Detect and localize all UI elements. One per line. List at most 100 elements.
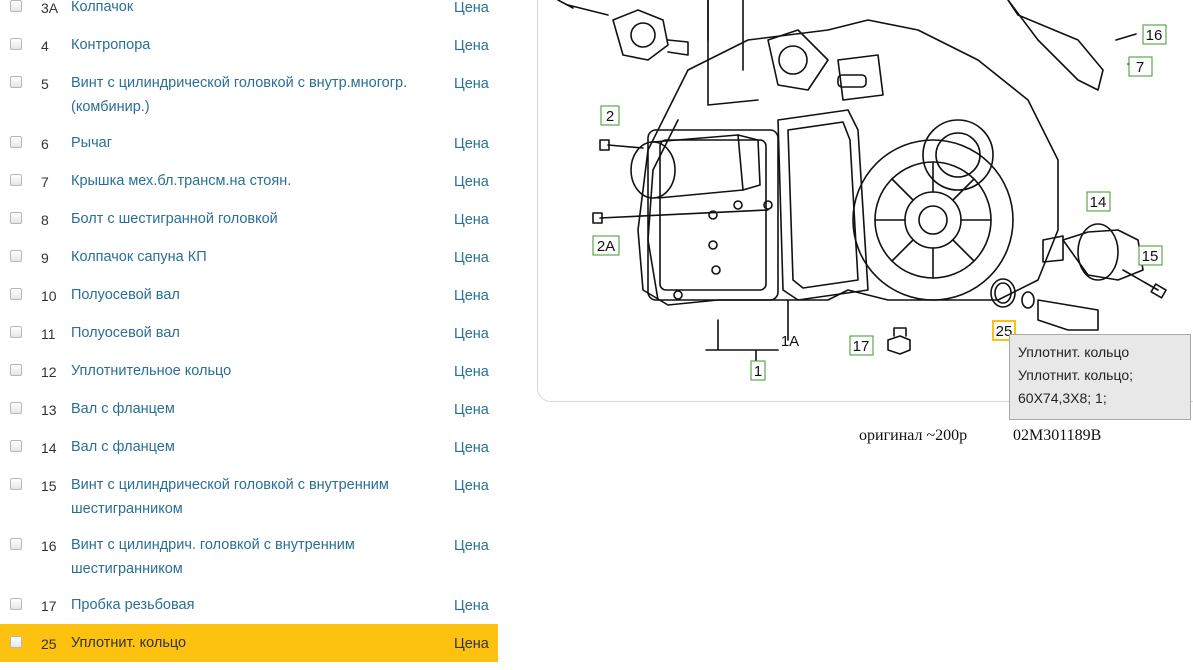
- row-checkbox[interactable]: [10, 76, 22, 88]
- part-number: 9: [41, 250, 49, 266]
- price-link[interactable]: Цена: [454, 76, 489, 92]
- part-number: 6: [41, 136, 49, 152]
- row-checkbox[interactable]: [10, 326, 22, 338]
- part-number: 16: [41, 538, 57, 554]
- part-name-link[interactable]: Контропора: [71, 37, 151, 53]
- part-number: 3A: [41, 0, 59, 16]
- callout-2[interactable]: 2: [600, 105, 620, 126]
- part-name-link[interactable]: Винт с цилиндрической головкой с внутрен…: [71, 477, 389, 517]
- price-link[interactable]: Цена: [454, 598, 489, 614]
- price-link[interactable]: Цена: [454, 440, 489, 456]
- part-name-link[interactable]: Болт с шестигранной головкой: [71, 211, 278, 227]
- svg-text:15: 15: [1142, 248, 1159, 265]
- part-name-link[interactable]: Уплотнит. кольцо: [71, 635, 187, 651]
- parts-row[interactable]: 3A Колпачок Цена: [0, 0, 498, 26]
- callout-2a[interactable]: 2A: [592, 235, 620, 256]
- row-checkbox[interactable]: [10, 402, 22, 414]
- part-number: 8: [41, 212, 49, 228]
- parts-row[interactable]: 4 Контропора Цена: [0, 26, 498, 64]
- price-link[interactable]: Цена: [454, 0, 489, 16]
- callout-7[interactable]: 7: [1128, 56, 1153, 77]
- row-checkbox[interactable]: [10, 440, 22, 452]
- callout-16[interactable]: 16: [1142, 24, 1167, 45]
- part-number: 12: [41, 364, 57, 380]
- part-name-link[interactable]: Полуосевой вал: [71, 287, 180, 303]
- parts-row[interactable]: 16 Винт с цилиндрич. головкой с внутренни…: [0, 526, 498, 586]
- price-link[interactable]: Цена: [454, 478, 489, 494]
- row-checkbox[interactable]: [10, 636, 22, 648]
- row-checkbox[interactable]: [10, 250, 22, 262]
- part-number: 4: [41, 38, 49, 54]
- svg-text:25: 25: [996, 323, 1013, 340]
- price-link[interactable]: Цена: [454, 288, 489, 304]
- row-checkbox[interactable]: [10, 38, 22, 50]
- row-checkbox[interactable]: [10, 136, 22, 148]
- part-name-link[interactable]: Полуосевой вал: [71, 325, 180, 341]
- parts-row[interactable]: 25 Уплотнит. кольцо Цена: [0, 624, 498, 662]
- row-checkbox[interactable]: [10, 478, 22, 490]
- row-checkbox[interactable]: [10, 288, 22, 300]
- svg-text:2A: 2A: [597, 238, 615, 255]
- price-link[interactable]: Цена: [454, 38, 489, 54]
- price-link[interactable]: Цена: [454, 136, 489, 152]
- parts-row[interactable]: 8 Болт с шестигранной головкой Цена: [0, 200, 498, 238]
- callout-14[interactable]: 14: [1086, 191, 1111, 212]
- price-link[interactable]: Цена: [454, 174, 489, 190]
- part-name-link[interactable]: Крышка мех.бл.трансм.на стоян.: [71, 173, 292, 189]
- part-name-link[interactable]: Винт с цилиндрич. головкой с внутренним …: [71, 537, 355, 577]
- parts-row[interactable]: 13 Вал с фланцем Цена: [0, 390, 498, 428]
- row-checkbox[interactable]: [10, 0, 22, 12]
- callout-1a[interactable]: 1A: [781, 333, 799, 350]
- row-checkbox[interactable]: [10, 538, 22, 550]
- part-name-link[interactable]: Вал с фланцем: [71, 439, 175, 455]
- svg-text:14: 14: [1090, 194, 1107, 211]
- callout-17[interactable]: 17: [849, 335, 874, 356]
- parts-row[interactable]: 11 Полуосевой вал Цена: [0, 314, 498, 352]
- part-name-link[interactable]: Пробка резьбовая: [71, 597, 195, 613]
- parts-row[interactable]: 9 Колпачок сапуна КП Цена: [0, 238, 498, 276]
- callout-15[interactable]: 15: [1138, 245, 1163, 266]
- part-number: 15: [41, 478, 57, 494]
- price-link[interactable]: Цена: [454, 636, 489, 652]
- part-tooltip: Уплотнит. кольцо Уплотнит. кольцо; 60X74…: [1009, 334, 1191, 420]
- parts-row[interactable]: 6 Рычаг Цена: [0, 124, 498, 162]
- svg-text:2: 2: [606, 108, 614, 125]
- part-name-link[interactable]: Уплотнительное кольцо: [71, 363, 232, 379]
- tooltip-desc: Уплотнит. кольцо;: [1018, 367, 1134, 383]
- price-link[interactable]: Цена: [454, 326, 489, 342]
- svg-text:17: 17: [853, 338, 870, 355]
- callout-1[interactable]: 1: [750, 360, 766, 381]
- original-price-note: оригинал ~200р: [859, 427, 968, 444]
- price-link[interactable]: Цена: [454, 212, 489, 228]
- row-checkbox[interactable]: [10, 174, 22, 186]
- diagram-frame: [537, 0, 1193, 402]
- row-checkbox[interactable]: [10, 364, 22, 376]
- parts-row[interactable]: 15 Винт с цилиндрической головкой с внутр…: [0, 466, 498, 526]
- price-link[interactable]: Цена: [454, 364, 489, 380]
- part-name-link[interactable]: Винт с цилиндрической головкой с внутр.м…: [71, 75, 408, 115]
- parts-row[interactable]: 12 Уплотнительное кольцо Цена: [0, 352, 498, 390]
- svg-text:1: 1: [754, 363, 762, 380]
- part-name-link[interactable]: Колпачок сапуна КП: [71, 249, 207, 265]
- price-link[interactable]: Цена: [454, 250, 489, 266]
- transmission-diagram[interactable]: 2 2A 1 1A 17 25 14 15 1: [538, 0, 1193, 400]
- part-number: 17: [41, 598, 57, 614]
- part-name-link[interactable]: Вал с фланцем: [71, 401, 175, 417]
- part-name-link[interactable]: Рычаг: [71, 135, 113, 151]
- price-link[interactable]: Цена: [454, 538, 489, 554]
- price-link[interactable]: Цена: [454, 402, 489, 418]
- part-number: 25: [41, 636, 57, 652]
- parts-row[interactable]: 17 Пробка резьбовая Цена: [0, 586, 498, 624]
- row-checkbox[interactable]: [10, 212, 22, 224]
- row-checkbox[interactable]: [10, 598, 22, 610]
- part-number: 13: [41, 402, 57, 418]
- tooltip-title: Уплотнит. кольцо: [1018, 344, 1130, 360]
- part-number: 11: [41, 326, 56, 342]
- part-name-link[interactable]: Колпачок: [71, 0, 134, 15]
- tooltip-spec: 60X74,3X8; 1;: [1018, 390, 1107, 406]
